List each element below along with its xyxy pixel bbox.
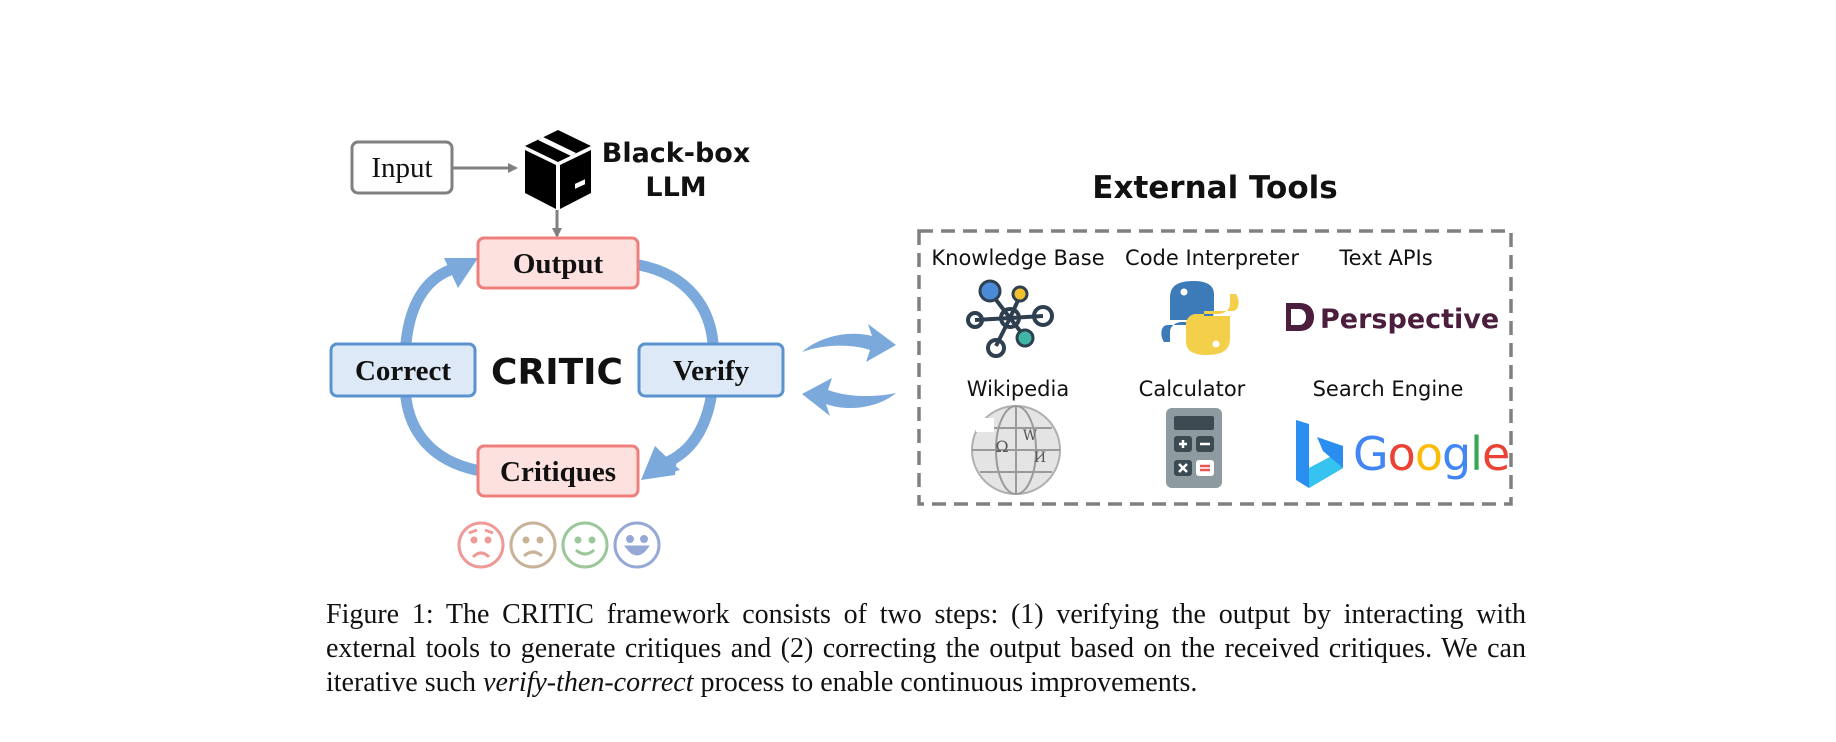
- google-logo-text: Google: [1353, 427, 1509, 481]
- figure-caption: Figure 1: The CRITIC framework consists …: [326, 598, 1526, 700]
- tool-label-wikipedia: Wikipedia: [967, 377, 1069, 401]
- correct-node: Correct: [329, 342, 477, 398]
- external-tools-title: External Tools: [1092, 170, 1337, 206]
- llm-label-line2: LLM: [645, 172, 706, 203]
- svg-text:W: W: [1023, 428, 1038, 444]
- bing-google-logo-icon: Google: [1296, 420, 1510, 488]
- caption-text-before: Figure 1: The CRITIC framework consists …: [326, 599, 1526, 698]
- grin-face-icon: [613, 521, 661, 569]
- correct-label: Correct: [355, 355, 451, 387]
- smile-face-icon: [561, 521, 609, 569]
- loop-arc-critiques-to-correct: [400, 392, 482, 476]
- tool-label-calculator: Calculator: [1139, 377, 1246, 401]
- output-label: Output: [513, 248, 604, 280]
- verify-label: Verify: [673, 355, 750, 387]
- verify-node: Verify: [637, 342, 785, 398]
- caption-text-after: process to enable continuous improvement…: [693, 667, 1198, 698]
- critiques-label: Critiques: [500, 456, 616, 488]
- tool-label-search-engine: Search Engine: [1313, 377, 1464, 401]
- python-logo-icon: [1161, 281, 1239, 355]
- perspective-logo-text: Perspective: [1320, 304, 1499, 335]
- caption-emphasis: verify-then-correct: [483, 667, 694, 698]
- calculator-icon: [1166, 408, 1222, 488]
- perspective-logo-icon: Perspective: [1286, 303, 1499, 335]
- input-node: Input: [350, 140, 454, 195]
- output-node: Output: [476, 236, 640, 290]
- frown-face-icon: [509, 521, 557, 569]
- wikipedia-globe-icon: Ω W И: [971, 405, 1061, 495]
- tool-label-text-apis: Text APIs: [1338, 246, 1432, 270]
- tool-label-knowledge-base: Knowledge Base: [931, 246, 1104, 270]
- loop-arc-output-to-verify: [633, 259, 719, 349]
- external-tools-panel: [917, 229, 1513, 506]
- svg-text:И: И: [1034, 450, 1046, 466]
- exchange-arrows-icon: [802, 324, 896, 416]
- loop-arrowhead-critiques-b: [641, 446, 680, 480]
- llm-label-line1: Black-box: [602, 138, 751, 169]
- black-box-cube-icon: [525, 130, 591, 209]
- worried-face-icon: [457, 521, 505, 569]
- critiques-node: Critiques: [476, 444, 640, 498]
- critic-center-label: CRITIC: [491, 352, 623, 393]
- svg-text:Ω: Ω: [995, 437, 1008, 456]
- knowledge-graph-icon: [966, 279, 1054, 358]
- loop-arc-correct-to-output: [400, 264, 456, 349]
- input-label: Input: [371, 152, 432, 184]
- loop-arrowhead-output: [444, 258, 478, 288]
- tool-label-code-interpreter: Code Interpreter: [1125, 246, 1299, 270]
- loop-arc-verify-to-critiques: [654, 392, 717, 471]
